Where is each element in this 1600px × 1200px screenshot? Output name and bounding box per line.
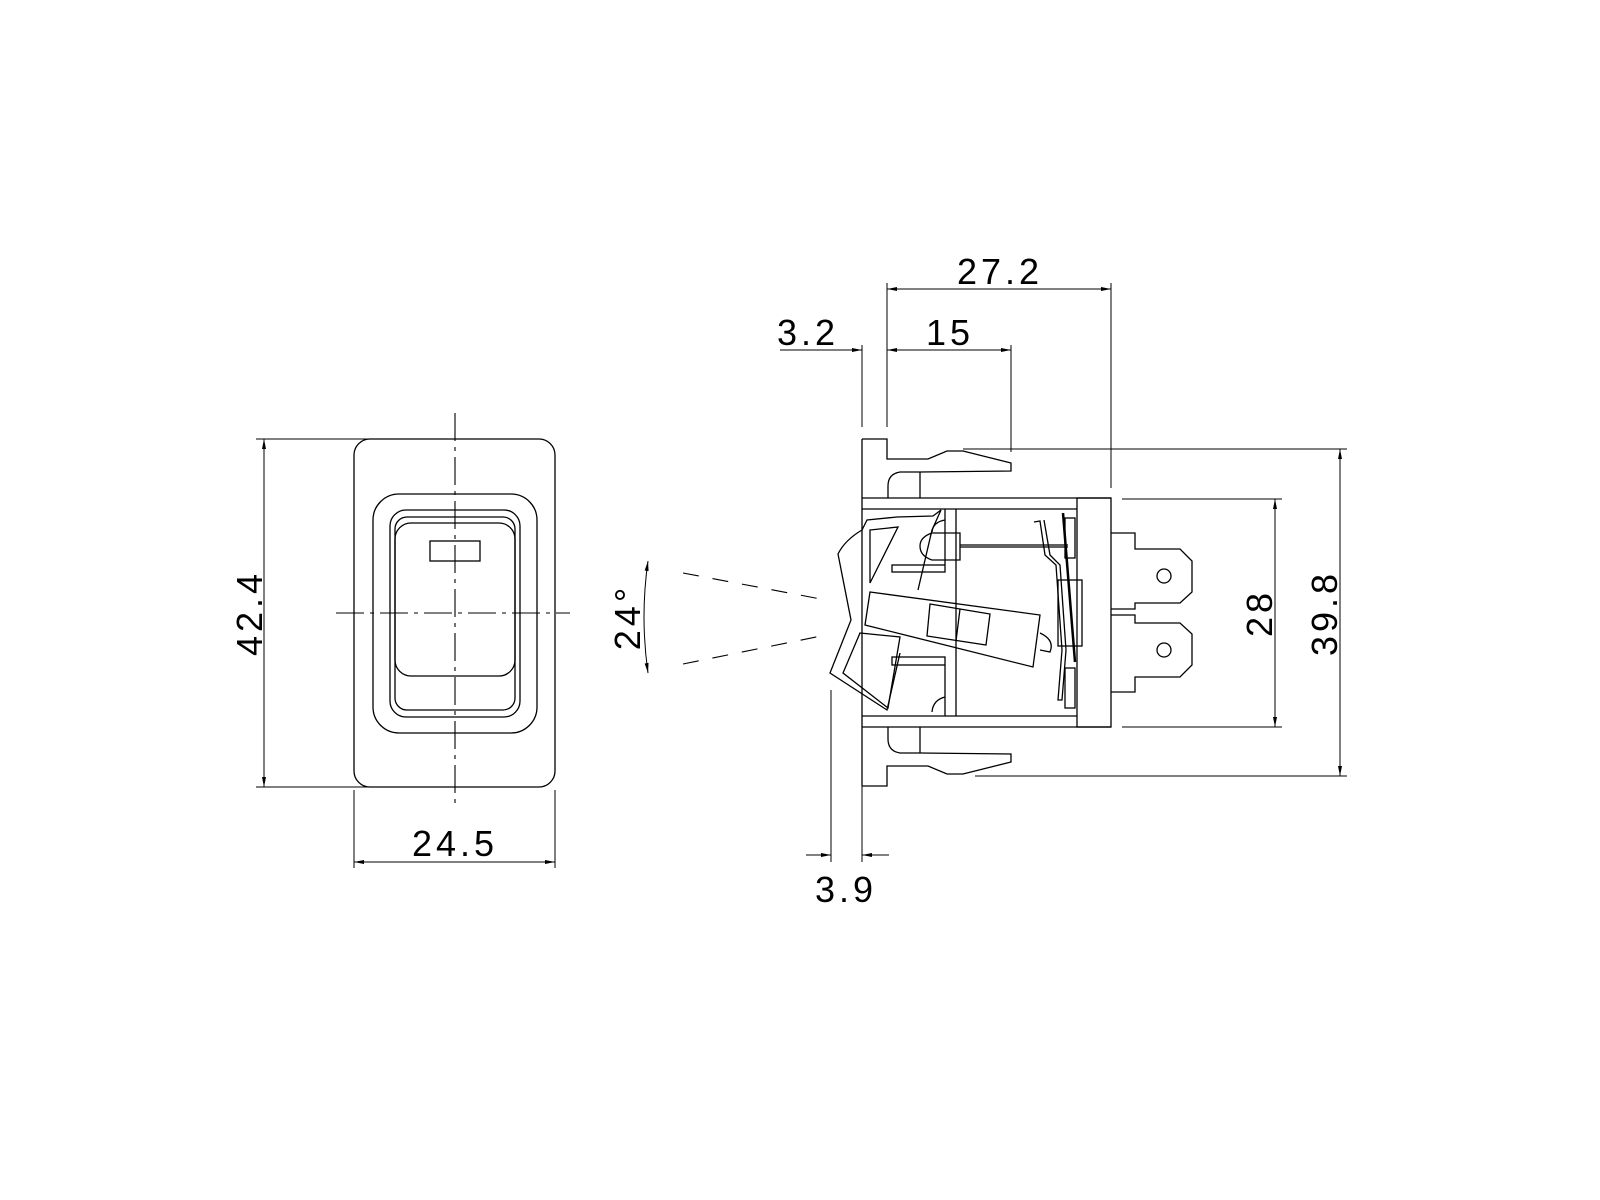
contact-middle — [1057, 579, 1083, 647]
terminal-base — [1076, 497, 1112, 728]
overall-depth-label: 27.2 — [957, 251, 1043, 292]
flange-thickness-label: 3.2 — [777, 312, 839, 353]
dimension-flange-and-latch: 3.2 15 — [777, 312, 1012, 452]
dimension-overall-height: 39.8 — [963, 448, 1347, 777]
rocker-angle-label: 24° — [607, 584, 648, 650]
terminal-hole — [1156, 642, 1172, 658]
dimension-width: 24.5 — [353, 790, 556, 868]
lamp — [919, 532, 961, 561]
dimension-rocker-angle: 24° — [607, 560, 827, 674]
terminal-tab-top — [1111, 532, 1193, 610]
dimension-body-height: 28 — [1122, 498, 1282, 728]
contact-top — [1064, 517, 1076, 559]
dimension-overall-depth: 27.2 — [886, 251, 1112, 488]
contact-spring — [1033, 519, 1067, 701]
actuator-bar — [864, 591, 1041, 668]
dimension-rocker-protrusion: 3.9 — [806, 690, 889, 910]
front-view: 42.4 24.5 — [229, 413, 570, 868]
terminal-tab-bottom — [1111, 614, 1193, 693]
height-label: 42.4 — [229, 570, 270, 656]
body-height-label: 28 — [1239, 589, 1280, 637]
bottom-latch — [862, 727, 1012, 787]
dimension-height: 42.4 — [229, 438, 370, 788]
top-latch — [862, 438, 1012, 498]
width-label: 24.5 — [412, 823, 498, 864]
latch-depth-label: 15 — [926, 312, 974, 353]
side-view: 27.2 3.2 15 28 39.8 — [607, 251, 1347, 910]
overall-height-label: 39.8 — [1304, 570, 1345, 656]
contact-bottom — [1064, 667, 1076, 709]
rocker-outline — [829, 509, 942, 712]
terminal-hole — [1156, 568, 1172, 584]
rocker-protrusion-label: 3.9 — [815, 869, 877, 910]
